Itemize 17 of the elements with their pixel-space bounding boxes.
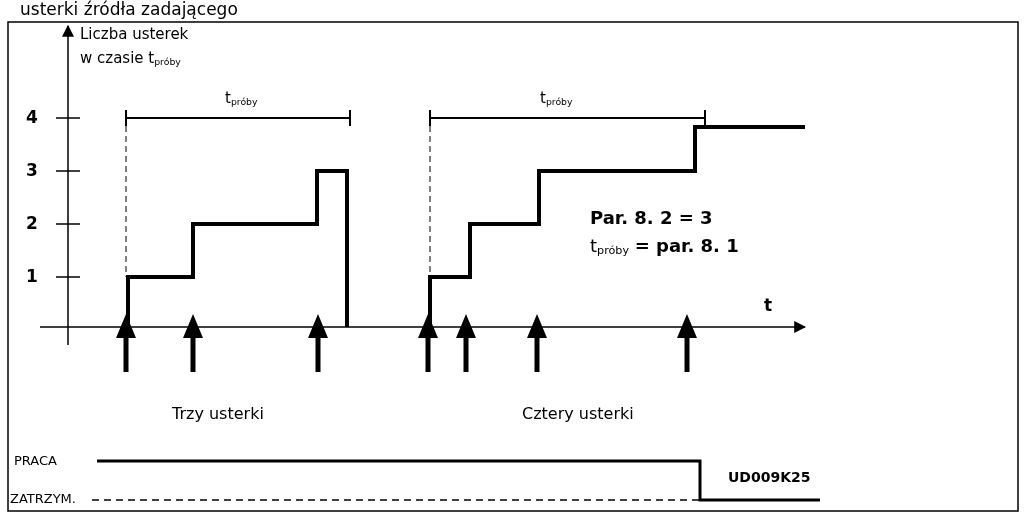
tick-label: 2	[26, 214, 38, 233]
parameter-note: Par. 8. 2 = 3	[590, 208, 713, 228]
figure-title: usterki źródła zadającego	[20, 0, 238, 19]
dimension-label: t$_{próby}$	[540, 90, 573, 108]
state-label: ZATRZYM.	[10, 492, 76, 507]
parameter-note: t$_{próby}$ = par. 8. 1	[590, 236, 739, 258]
tick-label: 1	[26, 267, 38, 286]
axis-label: t	[764, 296, 773, 315]
dimension-label: t$_{próby}$	[225, 90, 258, 108]
event-group-label: Cztery usterki	[522, 405, 634, 423]
event-group-label: Trzy usterki	[172, 405, 264, 423]
axis-title: Liczba usterek	[80, 26, 189, 43]
tick-label: 3	[26, 161, 38, 180]
state-label: PRACA	[14, 454, 57, 469]
axis-title: w czasie t$_{próby}$	[80, 50, 181, 68]
tick-label: 4	[26, 108, 38, 127]
figure-code: UD009K25	[728, 470, 811, 486]
